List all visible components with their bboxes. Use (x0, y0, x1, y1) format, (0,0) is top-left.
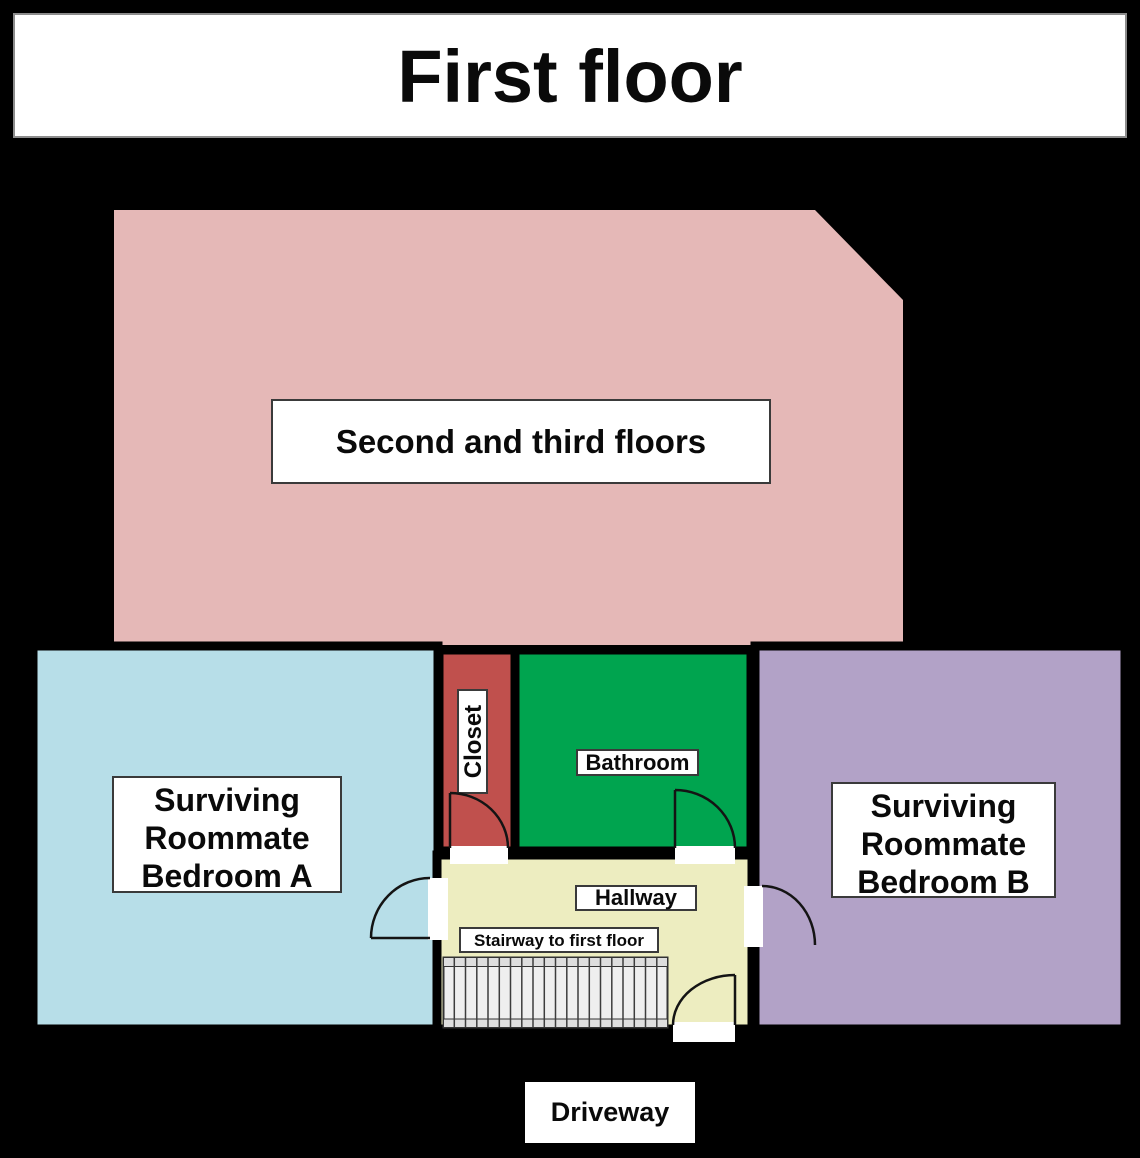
door-swing-closet (448, 791, 510, 849)
room-bathroom-label-box (576, 749, 699, 776)
door-swing-bedroom-b (761, 884, 817, 946)
door-swing-exterior (671, 973, 737, 1026)
stairway-label: Stairway to first floor (474, 931, 644, 950)
room-bedroom-a-label-line1: Surviving (154, 782, 300, 818)
room-closet-label: Closet (460, 705, 487, 778)
room-bathroom: Bathroom (510, 645, 756, 856)
room-bedroom-a-label-box (112, 776, 342, 893)
room-upper-floors-label: Second and third floors (336, 423, 706, 460)
room-bedroom-b-label-line1: Surviving (871, 788, 1017, 824)
room-upper-floors-label-box (271, 399, 771, 484)
door-opening-exterior (673, 1022, 735, 1042)
room-bedroom-b-label-box (831, 782, 1056, 898)
door-swing-bedroom-a (369, 876, 431, 940)
room-bathroom-label: Bathroom (586, 750, 690, 775)
title-bar: First floor (13, 13, 1127, 138)
room-hallway-label: Hallway (595, 885, 678, 910)
stairway-treads (453, 958, 658, 1027)
door-opening-bathroom (675, 846, 735, 864)
room-bedroom-a: Surviving Roommate Bedroom A (28, 641, 443, 1034)
room-closet-label-box (457, 689, 488, 794)
title-bar-box (13, 13, 1127, 138)
door-opening-bedroom-a (428, 878, 448, 940)
room-bedroom-b-label-line3: Bedroom B (857, 864, 1029, 900)
room-bedroom-b: Surviving Roommate Bedroom B (750, 641, 1130, 1034)
room-upper-floors: Second and third floors (114, 210, 903, 645)
room-bedroom-b-label-line2: Roommate (861, 826, 1026, 862)
room-bedroom-a-label-line3: Bedroom A (141, 858, 312, 894)
door-opening-bedroom-b (744, 886, 763, 947)
room-hallway-label-box (575, 885, 697, 911)
door-swing-bathroom (673, 788, 737, 849)
page-title: First floor (397, 35, 742, 118)
door-opening-closet (450, 846, 508, 864)
stairway: Stairway to first floor (442, 927, 669, 1029)
driveway-label: Driveway (551, 1097, 670, 1127)
driveway: Driveway (525, 1082, 695, 1143)
stairway-label-box (459, 927, 659, 953)
driveway-label-box (525, 1082, 695, 1143)
room-bedroom-a-label-line2: Roommate (144, 820, 309, 856)
